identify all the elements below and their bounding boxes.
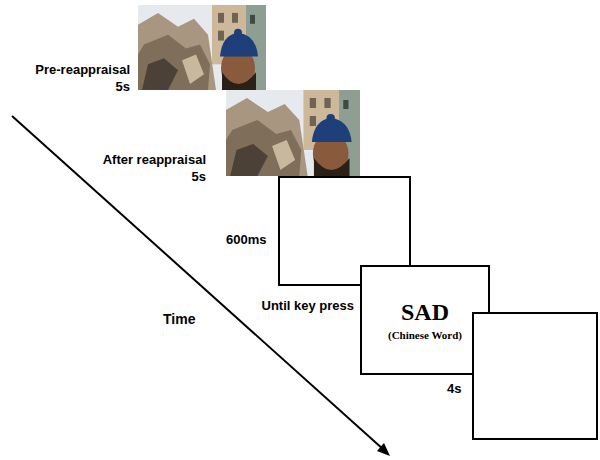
arrow-head — [377, 443, 390, 456]
duration-label: 600ms — [226, 232, 266, 249]
duration-label: 4s — [447, 381, 461, 398]
word-screen: SAD (Chinese Word) — [360, 265, 490, 375]
photo-pre — [138, 5, 266, 90]
emotion-word: SAD — [401, 299, 449, 326]
phase-label: Pre-reappraisal 5s — [19, 62, 130, 96]
duration-label: Until key press — [262, 298, 355, 315]
word-note: (Chinese Word) — [388, 329, 462, 341]
blank-screen — [473, 313, 597, 439]
time-arrow — [12, 116, 384, 450]
photo-after — [226, 90, 360, 176]
phase-label: After reappraisal 5s — [86, 152, 206, 186]
axis-label: Time — [163, 310, 195, 328]
